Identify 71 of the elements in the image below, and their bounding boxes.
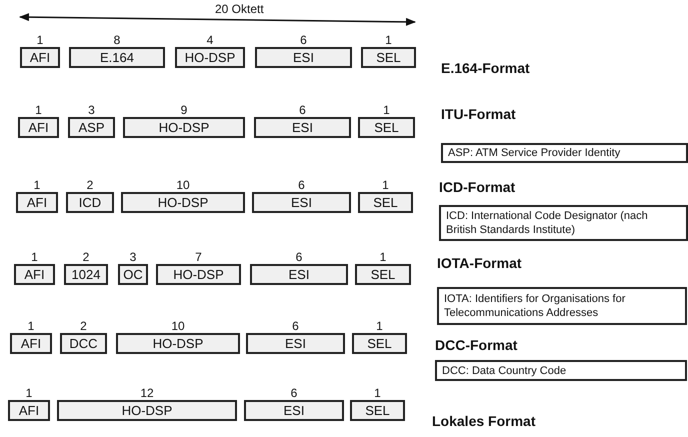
field-box: AFI: [10, 333, 52, 354]
field-box: ESI: [244, 400, 344, 421]
field-length-number: 4: [206, 34, 214, 46]
field-box: SEL: [358, 117, 415, 138]
field-box: E.164: [69, 47, 165, 68]
field-length-number: 7: [194, 251, 203, 263]
field-length-number: 3: [87, 104, 96, 116]
field-box: ESI: [254, 117, 351, 138]
field-box: AFI: [20, 47, 60, 68]
format-name: ITU-Format: [441, 106, 516, 122]
field-box: ESI: [255, 47, 352, 68]
field-box: SEL: [350, 400, 405, 421]
field-box: AFI: [16, 192, 58, 213]
field-box: 1024: [64, 264, 108, 285]
field-box: AFI: [14, 264, 55, 285]
field-length-number: 2: [86, 179, 94, 191]
field-box: ICD: [66, 192, 114, 213]
field-length-number: 1: [30, 251, 39, 263]
field-box: HO-DSP: [175, 47, 245, 68]
field-box: ASP: [68, 117, 115, 138]
field-length-number: 1: [378, 251, 388, 263]
field-length-number: 8: [112, 34, 122, 46]
field-box: SEL: [352, 333, 407, 354]
field-length-number: 12: [139, 387, 155, 399]
format-name: IOTA-Format: [437, 255, 522, 271]
definition-box: ICD: International Code Designator (nach British Standards Institute): [439, 205, 688, 241]
field-length-number: 6: [291, 320, 300, 332]
field-length-number: 6: [290, 387, 298, 399]
field-box: HO-DSP: [116, 333, 240, 354]
field-length-number: 2: [82, 251, 90, 263]
field-box: AFI: [18, 117, 59, 138]
field-length-number: 1: [373, 387, 382, 399]
field-length-number: 9: [180, 104, 188, 116]
field-box: DCC: [60, 333, 107, 354]
field-length-number: 1: [32, 179, 42, 191]
definition-box: ASP: ATM Service Provider Identity: [441, 143, 688, 163]
field-length-number: 1: [384, 34, 393, 46]
field-length-number: 6: [294, 251, 304, 263]
field-box: HO-DSP: [123, 117, 245, 138]
field-box: ESI: [250, 264, 348, 285]
field-length-number: 6: [299, 34, 308, 46]
field-box: SEL: [355, 264, 411, 285]
format-name: ICD-Format: [439, 179, 516, 195]
format-name: Lokales Format: [432, 413, 536, 429]
field-length-number: 1: [382, 104, 391, 116]
field-length-number: 1: [375, 320, 384, 332]
field-box: HO-DSP: [57, 400, 237, 421]
field-length-number: 1: [34, 104, 43, 116]
dimension-label: 20 Oktett: [215, 2, 264, 16]
field-length-number: 6: [297, 179, 306, 191]
field-length-number: 2: [79, 320, 88, 332]
field-length-number: 3: [128, 251, 138, 263]
field-box: OC: [118, 264, 148, 285]
field-box: ESI: [252, 192, 351, 213]
field-box: ESI: [246, 333, 345, 354]
field-length-number: 1: [26, 320, 36, 332]
field-length-number: 10: [170, 320, 186, 332]
field-box: AFI: [8, 400, 50, 421]
field-length-number: 1: [24, 387, 34, 399]
field-box: HO-DSP: [121, 192, 245, 213]
format-name: E.164-Format: [441, 60, 530, 76]
field-length-number: 1: [36, 34, 44, 46]
format-name: DCC-Format: [435, 337, 518, 353]
field-length-number: 6: [298, 104, 307, 116]
field-length-number: 10: [175, 179, 191, 191]
definition-box: DCC: Data Country Code: [435, 360, 687, 381]
field-box: SEL: [361, 47, 416, 68]
field-box: HO-DSP: [156, 264, 241, 285]
field-box: SEL: [358, 192, 413, 213]
definition-box: IOTA: Identifiers for Organisations for Telecommunications Addresses: [437, 287, 687, 325]
field-length-number: 1: [381, 179, 390, 191]
